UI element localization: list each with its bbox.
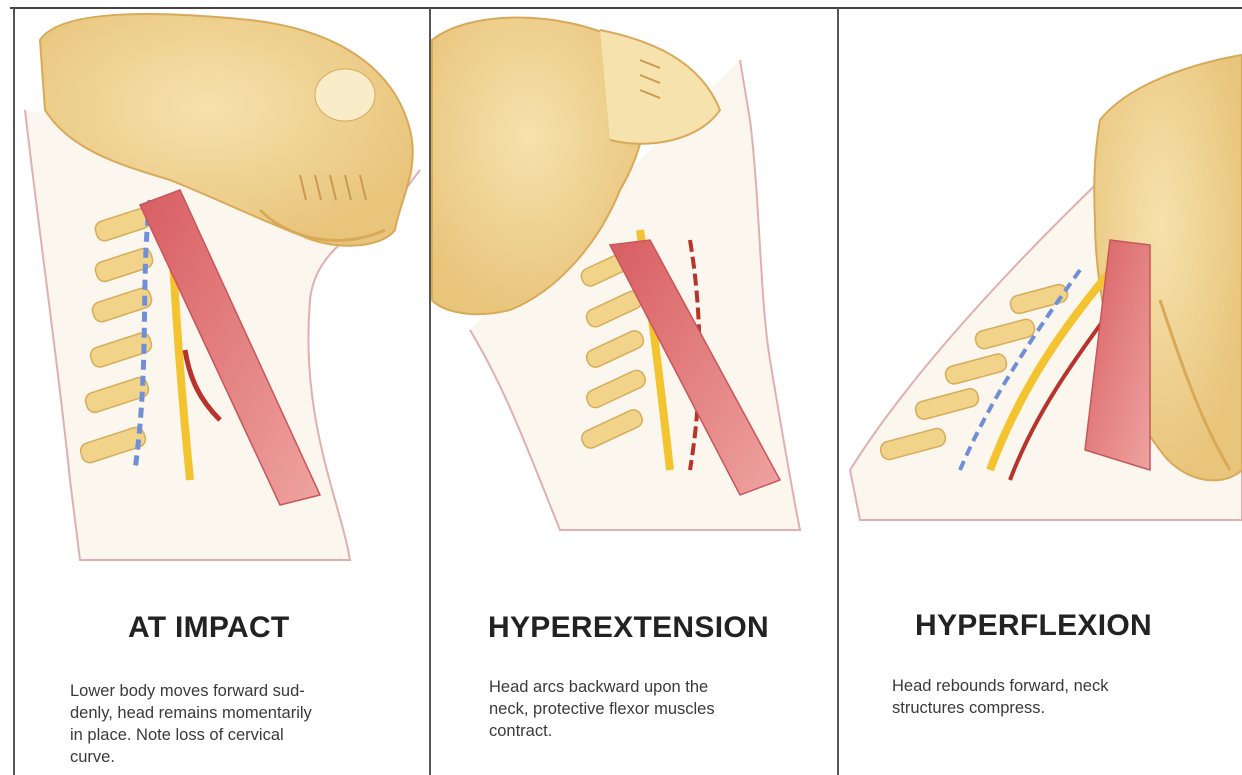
caption-line: contract. — [489, 720, 715, 742]
panel-caption: Head arcs backward upon the neck, protec… — [489, 676, 715, 742]
panel-title: HYPERFLEXION — [915, 609, 1152, 643]
caption-line: in place. Note loss of cervical — [70, 724, 312, 746]
caption-line: curve. — [70, 746, 312, 768]
illustration-hyperflexion — [850, 55, 1242, 520]
caption-line: denly, head remains momentarily — [70, 702, 312, 724]
panel-title: AT IMPACT — [128, 611, 290, 645]
panel-caption: Head rebounds forward, neck structures c… — [892, 675, 1108, 719]
caption-line: neck, protective flexor muscles — [489, 698, 715, 720]
illustration-hyperextension — [432, 18, 800, 531]
caption-line: Head arcs backward upon the — [489, 676, 715, 698]
illustration-at-impact — [25, 14, 420, 560]
eye-socket — [315, 69, 375, 121]
caption-line: Head rebounds forward, neck — [892, 675, 1108, 697]
panel-title: HYPEREXTENSION — [488, 611, 769, 645]
caption-line: structures compress. — [892, 697, 1108, 719]
caption-line: Lower body moves forward sud- — [70, 680, 312, 702]
panel-caption: Lower body moves forward sud- denly, hea… — [70, 680, 312, 768]
jaw — [600, 30, 720, 144]
